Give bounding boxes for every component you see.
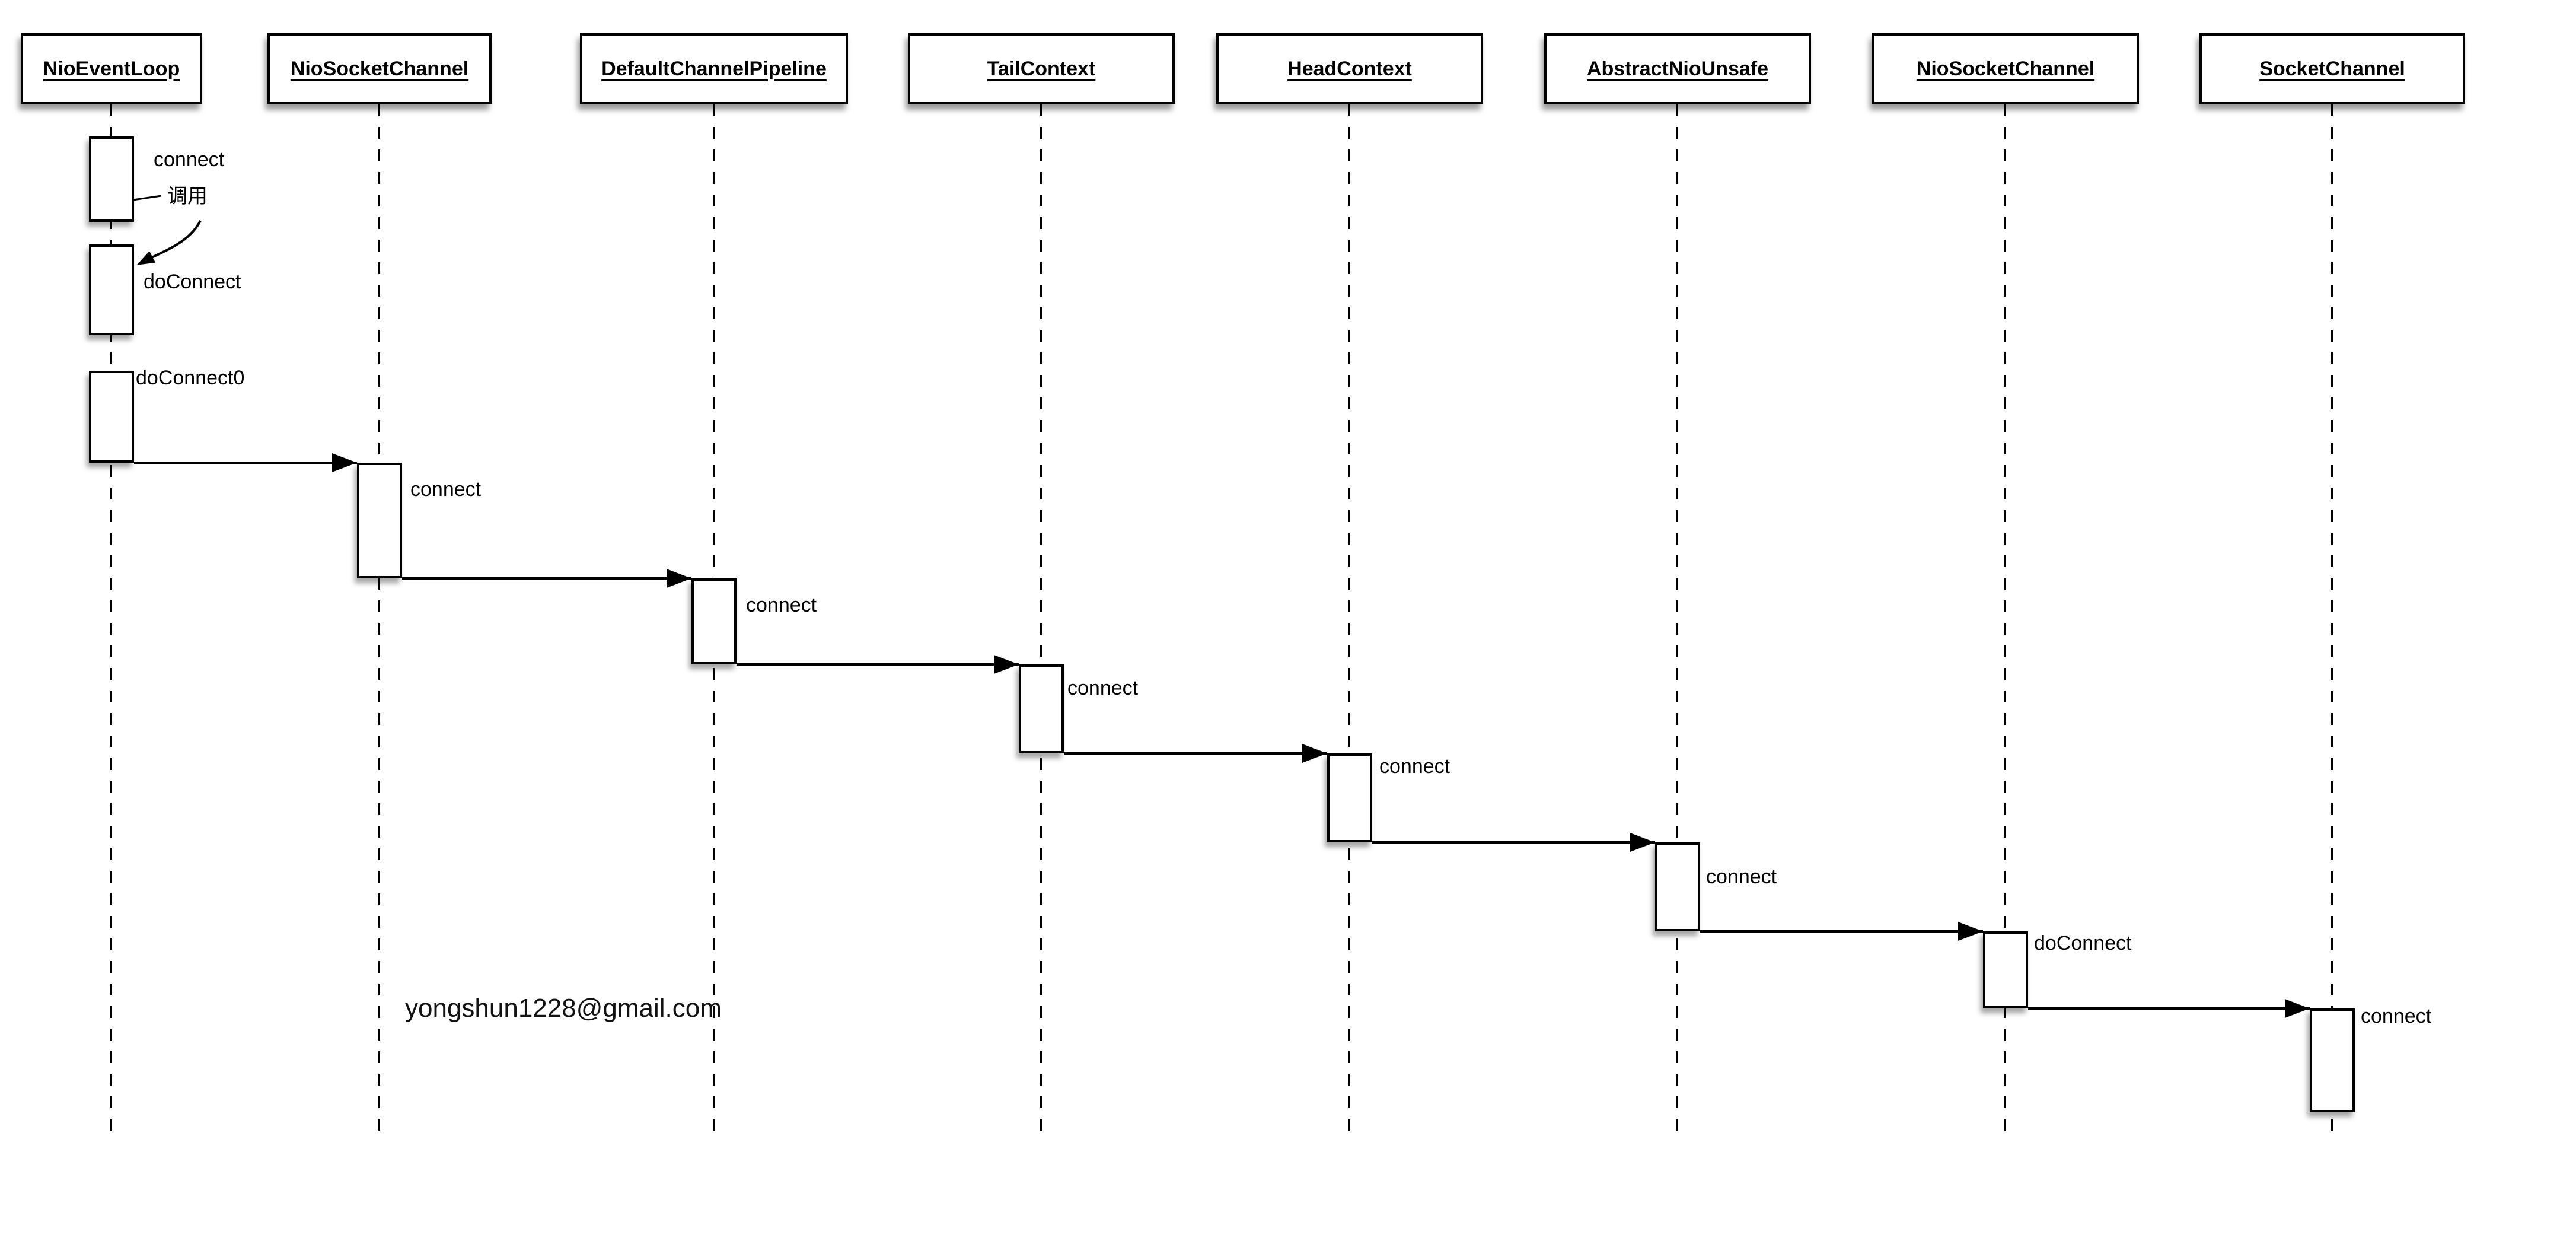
lifeline-socketchannel [2331, 104, 2333, 1136]
label-msg-connect-5: connect [1706, 866, 1777, 888]
participant-box-nioeventloop: NioEventLoop [21, 33, 202, 104]
arrowhead-icon [667, 569, 691, 588]
lifeline-niosocketchannel-2 [2004, 104, 2006, 1136]
label-msg-connect-7: connect [2361, 1005, 2432, 1027]
participant-box-tailcontext: TailContext [908, 33, 1175, 104]
lifeline-tailcontext [1040, 104, 1042, 1136]
label-self-doconnect: doConnect [144, 271, 241, 293]
arrowhead-icon [2285, 999, 2310, 1018]
participant-box-socketchannel: SocketChannel [2199, 33, 2465, 104]
participant-box-niosocketchannel: NioSocketChannel [267, 33, 492, 104]
participant-name: NioSocketChannel [290, 57, 469, 80]
lifeline-abstractniounsafe [1676, 104, 1678, 1136]
activation-connect-socketchannel [2310, 1008, 2355, 1112]
activation-connect-nioeventloop [89, 136, 134, 222]
activation-connect-tailcontext [1019, 664, 1064, 753]
participant-name: DefaultChannelPipeline [601, 57, 827, 80]
watermark-email: yongshun1228@gmail.com [405, 994, 722, 1023]
arrowhead-icon [994, 655, 1019, 674]
arrow-connect-to-tailcontext [737, 655, 1019, 674]
annotation-curved-arrow-icon [136, 220, 202, 265]
activation-connect-headcontext [1327, 753, 1372, 842]
label-self-doconnect0: doConnect0 [136, 367, 245, 389]
arrow-connect-to-niosocketchannel [134, 453, 357, 472]
participant-box-headcontext: HeadContext [1216, 33, 1483, 104]
invoke-annotation-graphic [132, 195, 202, 265]
arrowhead-icon [332, 453, 357, 472]
label-msg-connect-2: connect [746, 594, 817, 616]
activation-doconnect-nioeventloop [89, 244, 134, 335]
activation-connect-defaultchannelpipeline [691, 578, 737, 664]
arrow-connect-to-socketchannel [2028, 999, 2310, 1018]
participant-name: NioEventLoop [43, 57, 180, 80]
activation-connect-niosocketchannel [357, 463, 402, 578]
annotation-leader-line [132, 195, 162, 201]
activation-doconnect0-nioeventloop [89, 371, 134, 463]
participant-name: NioSocketChannel [1916, 57, 2095, 80]
arrow-connect-to-defaultchannelpipeline [402, 569, 691, 588]
participant-name: AbstractNioUnsafe [1586, 57, 1769, 80]
activation-connect-abstractniounsafe [1655, 842, 1700, 931]
participant-name: TailContext [987, 57, 1096, 80]
label-msg-connect-1: connect [410, 478, 482, 501]
label-msg-connect-4: connect [1379, 755, 1450, 778]
label-msg-connect-3: connect [1067, 677, 1139, 699]
lifeline-niosocketchannel [378, 104, 380, 1136]
participant-box-defaultchannelpipeline: DefaultChannelPipeline [580, 33, 848, 104]
lifeline-headcontext [1348, 104, 1350, 1136]
label-self-connect: connect [154, 148, 225, 171]
arrow-connect-to-headcontext [1064, 744, 1327, 763]
arrow-connect-to-abstractniounsafe [1372, 833, 1655, 852]
arrow-doconnect-to-niosocketchannel-2 [1700, 922, 1983, 941]
arrowhead-icon [1958, 922, 1983, 941]
arrowhead-icon [1630, 833, 1655, 852]
lifeline-nioeventloop [110, 104, 112, 1136]
participant-box-abstractniounsafe: AbstractNioUnsafe [1544, 33, 1811, 104]
participant-box-niosocketchannel-2: NioSocketChannel [1872, 33, 2139, 104]
arrowhead-icon [1302, 744, 1327, 763]
label-msg-doconnect-6: doConnect [2034, 932, 2132, 954]
participant-name: HeadContext [1287, 57, 1412, 80]
activation-doconnect-niosocketchannel-2 [1983, 931, 2028, 1008]
participant-name: SocketChannel [2259, 57, 2405, 80]
label-annotation-invoke: 调用 [167, 185, 208, 208]
